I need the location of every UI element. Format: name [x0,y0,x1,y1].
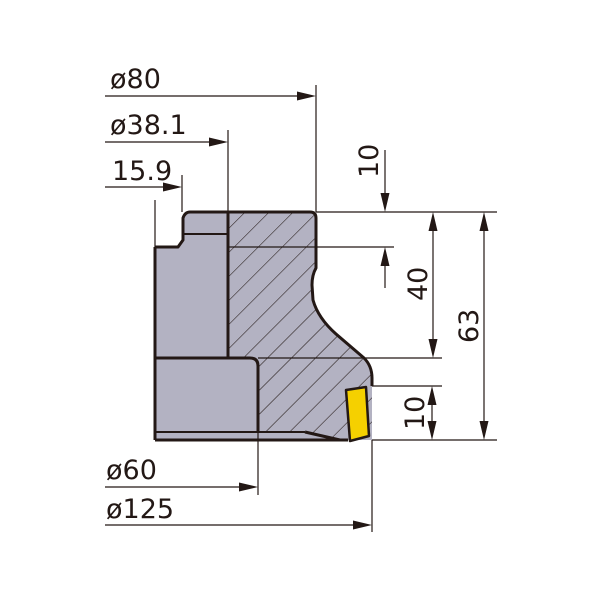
dim-label-d125: ø125 [106,494,174,525]
dim-label-d38-1: ø38.1 [110,110,187,141]
dimension-h40: 40 [403,212,438,358]
dimension-h10-top: 10 [354,144,390,288]
dim-label-d60: ø60 [106,455,157,486]
dimension-d125: ø125 [105,494,372,530]
dimension-d60: ø60 [105,455,258,492]
cutting-insert [344,385,371,443]
dim-label-15-9: 15.9 [112,156,172,187]
dim-label-d80: ø80 [110,64,161,95]
dim-label-h10-bottom: 10 [400,396,431,430]
dimension-d38-1: ø38.1 [105,110,228,147]
dim-label-h40: 40 [403,267,434,301]
extension-lines [154,85,497,532]
dimension-d80: ø80 [105,64,316,101]
dim-label-h10-top: 10 [354,144,385,178]
dim-label-h63: 63 [454,309,485,343]
dimension-h63: 63 [454,212,489,440]
dimension-15-9: 15.9 [105,156,182,192]
body-outline [153,210,374,442]
dimension-h10-bottom: 10 [400,386,437,440]
